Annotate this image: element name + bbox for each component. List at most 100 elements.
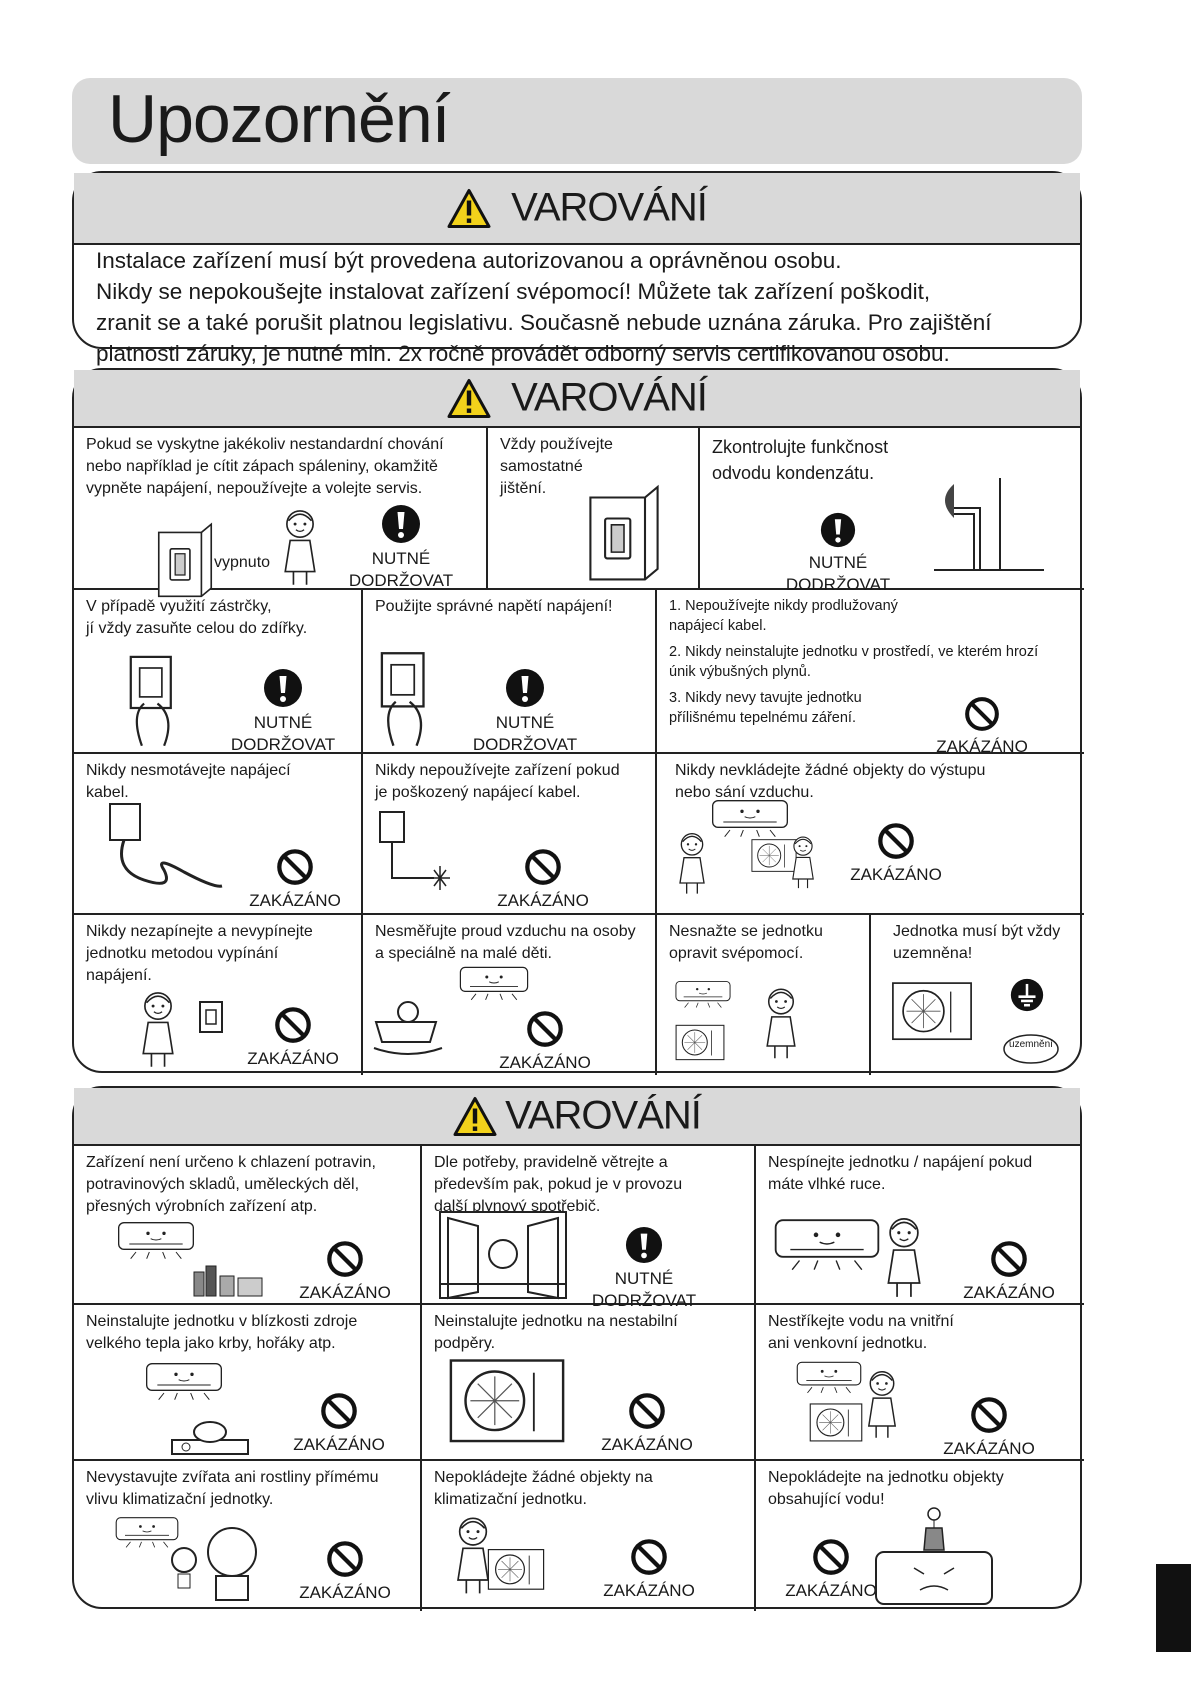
- forbidden-sign: ZAKÁZÁNO: [586, 1538, 712, 1602]
- plants-illustration: [166, 1524, 266, 1602]
- warning-triangle-icon: [447, 188, 491, 228]
- must-sign: NUTNÉ DODRŽOVAT: [450, 668, 600, 756]
- forbidden-sign: ZAKÁZÁNO: [922, 696, 1042, 758]
- indoor-unit-illustration: [458, 958, 530, 1008]
- cell-correct-voltage: Použijte správné napětí napájení!: [375, 598, 613, 615]
- warning-section-operation: VAROVÁNÍ Pokud se vyskytne jakékoliv nes…: [72, 368, 1084, 1075]
- cell-damaged-cable: Nikdy nepoužívejte zařízení pokud je poš…: [375, 762, 620, 801]
- drain-pipe-illustration: [934, 478, 1044, 578]
- forbidden-icon: [990, 1240, 1028, 1278]
- cell-abnormal-behavior: Pokud se vyskytne jakékoliv nestandardní…: [86, 436, 444, 497]
- cell-condensate-drain: Zkontrolujte funkčnost odvodu kondenzátu…: [712, 437, 889, 483]
- notice-line: Nikdy se nepokoušejte instalovat zařízen…: [96, 279, 931, 304]
- indoor-unit-illustration: [116, 1218, 196, 1262]
- outdoor-unit-illustration: [888, 978, 976, 1046]
- cell-grounding: Jednotka musí být vždy uzemněna!: [893, 923, 1061, 962]
- forbidden-icon: [970, 1396, 1008, 1434]
- notice-line: Instalace zařízení musí být provedena au…: [96, 248, 842, 273]
- page-title: Upozornění: [108, 81, 451, 157]
- forbidden-sign: ZAKÁZÁNO: [276, 1392, 402, 1456]
- outdoor-unit-illustration: [674, 1020, 726, 1066]
- breaker-illustration: [582, 476, 666, 582]
- forbidden-sign: ZAKÁZÁNO: [946, 1240, 1072, 1304]
- child-illustration: [672, 828, 712, 898]
- stove-illustration: [170, 1418, 250, 1456]
- forbidden-icon: [524, 848, 562, 886]
- breaker-illustration: [152, 516, 218, 598]
- ground-symbol-icon: [1010, 978, 1044, 1012]
- forbidden-icon: [326, 1240, 364, 1278]
- outdoor-unit-illustration: [808, 1398, 864, 1448]
- must-comply-icon: [625, 1226, 663, 1264]
- cell-objects-on-unit: Nepokládejte žádné objekty na klimatizač…: [434, 1469, 653, 1508]
- cell-environment-rules: 1. Nepoužívejte nikdy prodlužovaný napáj…: [669, 598, 1039, 726]
- warning-triangle-icon: [447, 378, 491, 418]
- child-illustration: [786, 832, 820, 892]
- cell-cable-coiling: Nikdy nesmotávejte napájecí kabel.: [86, 762, 291, 801]
- outdoor-unit-illustration: [486, 1540, 546, 1600]
- forbidden-sign: ZAKÁZÁNO: [584, 1392, 710, 1456]
- person-illustration: [860, 1364, 904, 1444]
- damaged-cable-illustration: [374, 808, 464, 898]
- cell-heat-source: Neinstalujte jednotku v blízkosti zdroje…: [86, 1313, 358, 1352]
- forbidden-icon: [320, 1392, 358, 1430]
- forbidden-icon: [274, 1006, 312, 1044]
- ground-bubble: [1002, 1032, 1060, 1066]
- indoor-unit-illustration: [772, 1216, 882, 1272]
- outdoor-unit-illustration: [446, 1350, 568, 1454]
- cell-objects-in-vents: Nikdy nevkládejte žádné objekty do výstu…: [675, 762, 986, 801]
- person-illustration: [274, 506, 326, 588]
- baby-cradle-illustration: [370, 988, 446, 1058]
- forbidden-icon: [326, 1540, 364, 1578]
- notice-line: zranit se a také porušit platnou legisla…: [96, 310, 992, 335]
- warning-section-installation: VAROVÁNÍ Instalace zařízení musí být pro…: [72, 171, 1082, 366]
- cell-animals-plants: Nevystavujte zvířata ani rostliny přímém…: [86, 1469, 379, 1508]
- coiled-cable-illustration: [104, 800, 224, 900]
- warning-section-environment: VAROVÁNÍ Zařízení není určeno k chlazení…: [72, 1086, 1084, 1611]
- must-comply-icon: [820, 512, 856, 548]
- window-illustration: [438, 1210, 568, 1300]
- cell-power-switching: Nikdy nezapínejte a nevypínejte jednotku…: [86, 923, 313, 984]
- socket-illustration: [198, 1000, 224, 1036]
- warning-header: VAROVÁNÍ: [74, 1088, 1080, 1146]
- cell-no-water-spray: Nestříkejte vodu na vnitřní ani venkovní…: [768, 1313, 954, 1352]
- cell-airflow-direction: Nesměřujte proud vzduchu na osoby a spec…: [375, 923, 636, 962]
- cell-not-for-food: Zařízení není určeno k chlazení potravin…: [86, 1154, 376, 1215]
- cell-separate-breaker: Vždy používejte samostatné jištění.: [500, 436, 613, 497]
- cell-wet-hands: Nespínejte jednotku / napájení pokud mát…: [768, 1154, 1033, 1193]
- cell-water-objects: Nepokládejte na jednotku objekty obsahuj…: [768, 1469, 1004, 1508]
- forbidden-sign: ZAKÁZÁNO: [282, 1540, 408, 1604]
- must-sign: NUTNÉ DODRŽOVAT: [208, 668, 358, 756]
- indoor-unit-illustration: [794, 1360, 864, 1394]
- must-sign: NUTNÉ DODRŽOVAT: [778, 512, 898, 596]
- notice-line: platnosti záruky, je nutné min. 2x ročně…: [96, 341, 950, 366]
- forbidden-sign: ZAKÁZÁNO: [232, 848, 358, 912]
- bottles-illustration: [192, 1258, 266, 1298]
- indoor-unit-illustration: [144, 1360, 224, 1402]
- forbidden-icon: [276, 848, 314, 886]
- forbidden-icon: [628, 1392, 666, 1430]
- forbidden-sign: ZAKÁZÁNO: [926, 1396, 1052, 1460]
- warning-header: VAROVÁNÍ: [74, 370, 1080, 428]
- warning-header: VAROVÁNÍ: [74, 173, 1080, 245]
- ground-label: uzemnění: [1009, 1039, 1053, 1050]
- forbidden-icon: [630, 1538, 668, 1576]
- must-comply-icon: [263, 668, 303, 708]
- cell-self-repair: Nesnažte se jednotku opravit svépomocí.: [669, 923, 823, 962]
- warning-title: VAROVÁNÍ: [511, 375, 708, 420]
- forbidden-icon: [526, 1010, 564, 1048]
- warning-title: VAROVÁNÍ: [511, 185, 708, 230]
- vase-illustration: [914, 1506, 954, 1552]
- cell-unstable-support: Neinstalujte jednotku na nestabilní podp…: [434, 1313, 678, 1352]
- must-sign: NUTNÉ DODRŽOVAT: [574, 1226, 714, 1312]
- socket-illustration: [370, 644, 440, 748]
- repairman-illustration: [758, 980, 804, 1066]
- forbidden-sign: ZAKÁZÁNO: [282, 1240, 408, 1304]
- warning-grid: Zařízení není určeno k chlazení potravin…: [74, 1146, 1084, 1611]
- title-bar: Upozornění: [72, 78, 1082, 164]
- indoor-unit-illustration: [674, 978, 732, 1010]
- must-comply-icon: [505, 668, 545, 708]
- warning-title: VAROVÁNÍ: [505, 1093, 702, 1138]
- forbidden-sign: ZAKÁZÁNO: [836, 822, 956, 886]
- label-off: vypnuto: [214, 554, 271, 571]
